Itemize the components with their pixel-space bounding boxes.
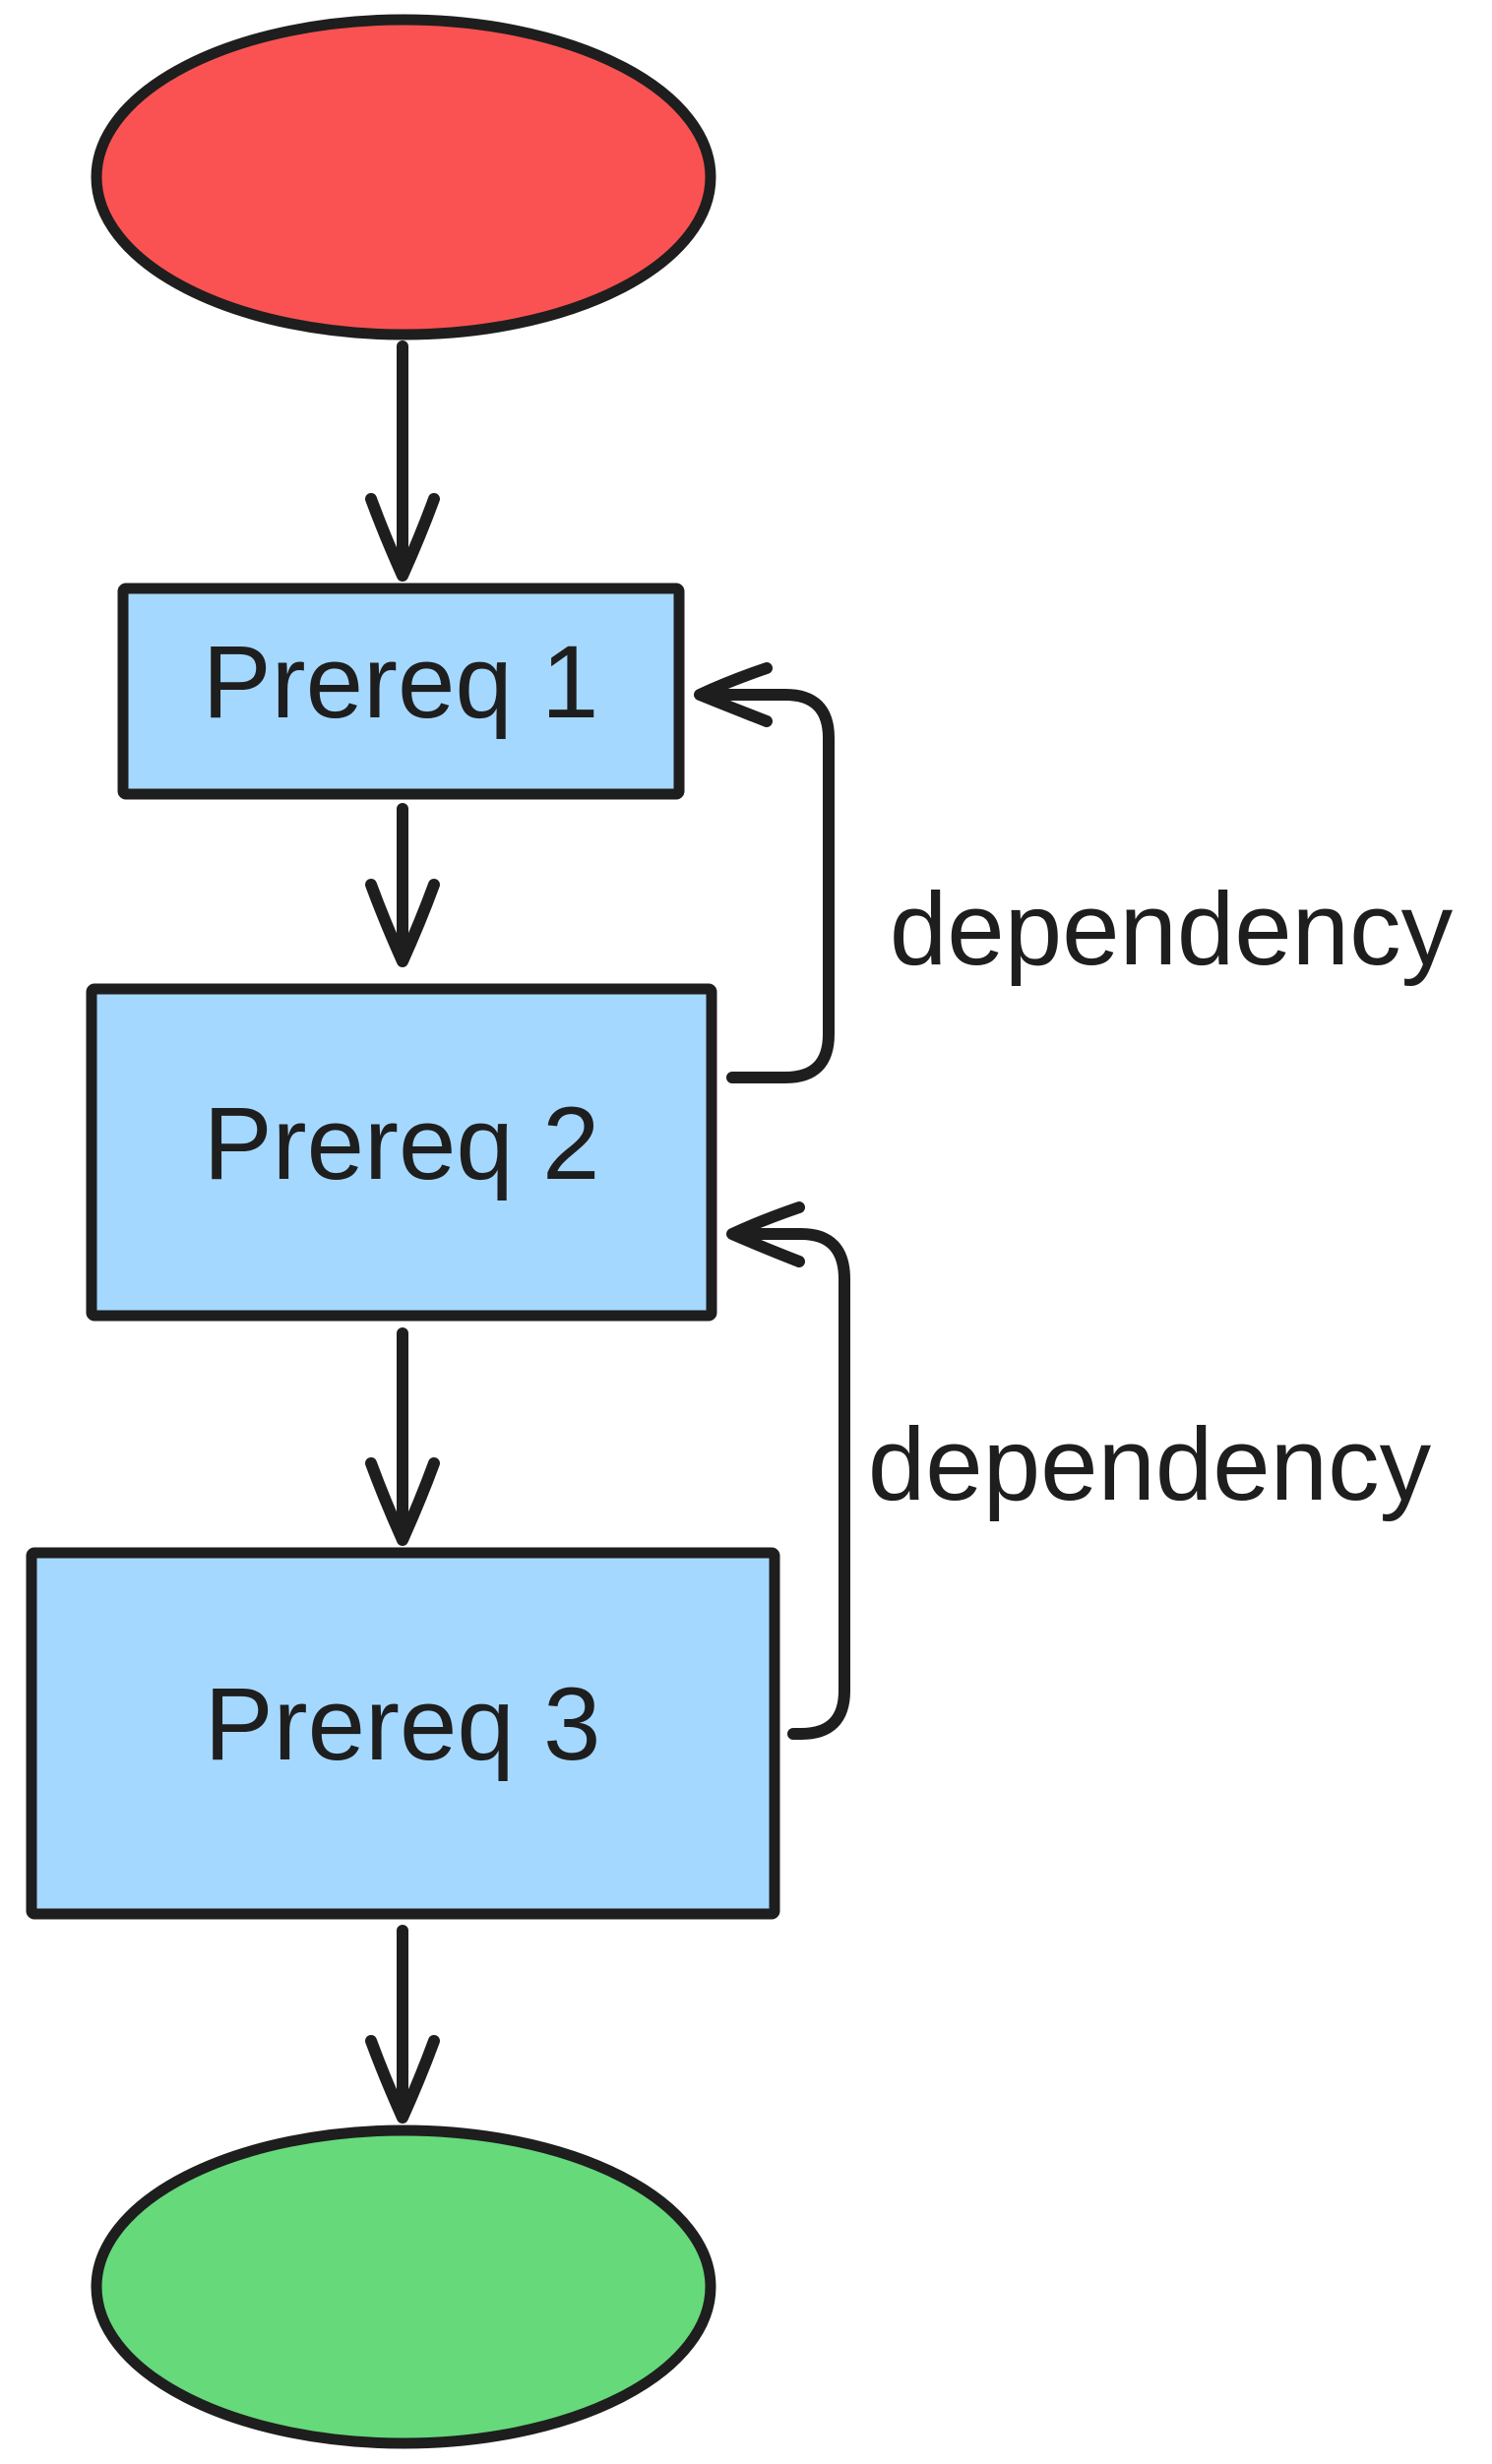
dependency-arrow-shaft bbox=[702, 689, 835, 1083]
edge-prereq1-to-prereq2 bbox=[365, 803, 440, 967]
prereq2-box bbox=[86, 983, 717, 1322]
prereq3-box bbox=[26, 1547, 780, 1920]
prereq1-label: Prereq 1 bbox=[203, 625, 599, 740]
arrowhead-down-icon bbox=[365, 1457, 440, 1546]
node-prereq3: Prereq 3 bbox=[26, 1547, 780, 1920]
end-node-ellipse bbox=[91, 2125, 716, 2449]
node-start bbox=[91, 14, 716, 340]
dependency-edge-prereq3-to-prereq2: dependency bbox=[726, 1201, 1432, 1740]
node-end bbox=[91, 2125, 716, 2449]
arrowhead-down-icon bbox=[365, 2035, 440, 2124]
arrowhead-down-icon bbox=[365, 879, 440, 967]
prereq2-label: Prereq 2 bbox=[204, 1086, 600, 1201]
edge-prereq3-to-end bbox=[365, 1925, 440, 2124]
start-node-ellipse bbox=[91, 14, 716, 340]
edge-prereq2-to-prereq3 bbox=[365, 1327, 440, 1546]
prereq3-label: Prereq 3 bbox=[205, 1667, 601, 1782]
node-prereq2: Prereq 2 bbox=[86, 983, 717, 1322]
arrowhead-down-icon bbox=[365, 493, 440, 582]
dependency-arrow-shaft bbox=[734, 1228, 850, 1740]
prereq1-box bbox=[117, 583, 685, 800]
dependency-label-2: dependency bbox=[868, 1407, 1432, 1522]
arrowhead-left-icon bbox=[694, 662, 773, 727]
dependency-label-1: dependency bbox=[890, 872, 1454, 987]
edge-start-to-prereq1 bbox=[365, 340, 440, 582]
dependency-edge-prereq2-to-prereq1: dependency bbox=[694, 662, 1454, 1083]
node-prereq1: Prereq 1 bbox=[117, 583, 685, 800]
arrowhead-left-icon bbox=[726, 1201, 805, 1267]
